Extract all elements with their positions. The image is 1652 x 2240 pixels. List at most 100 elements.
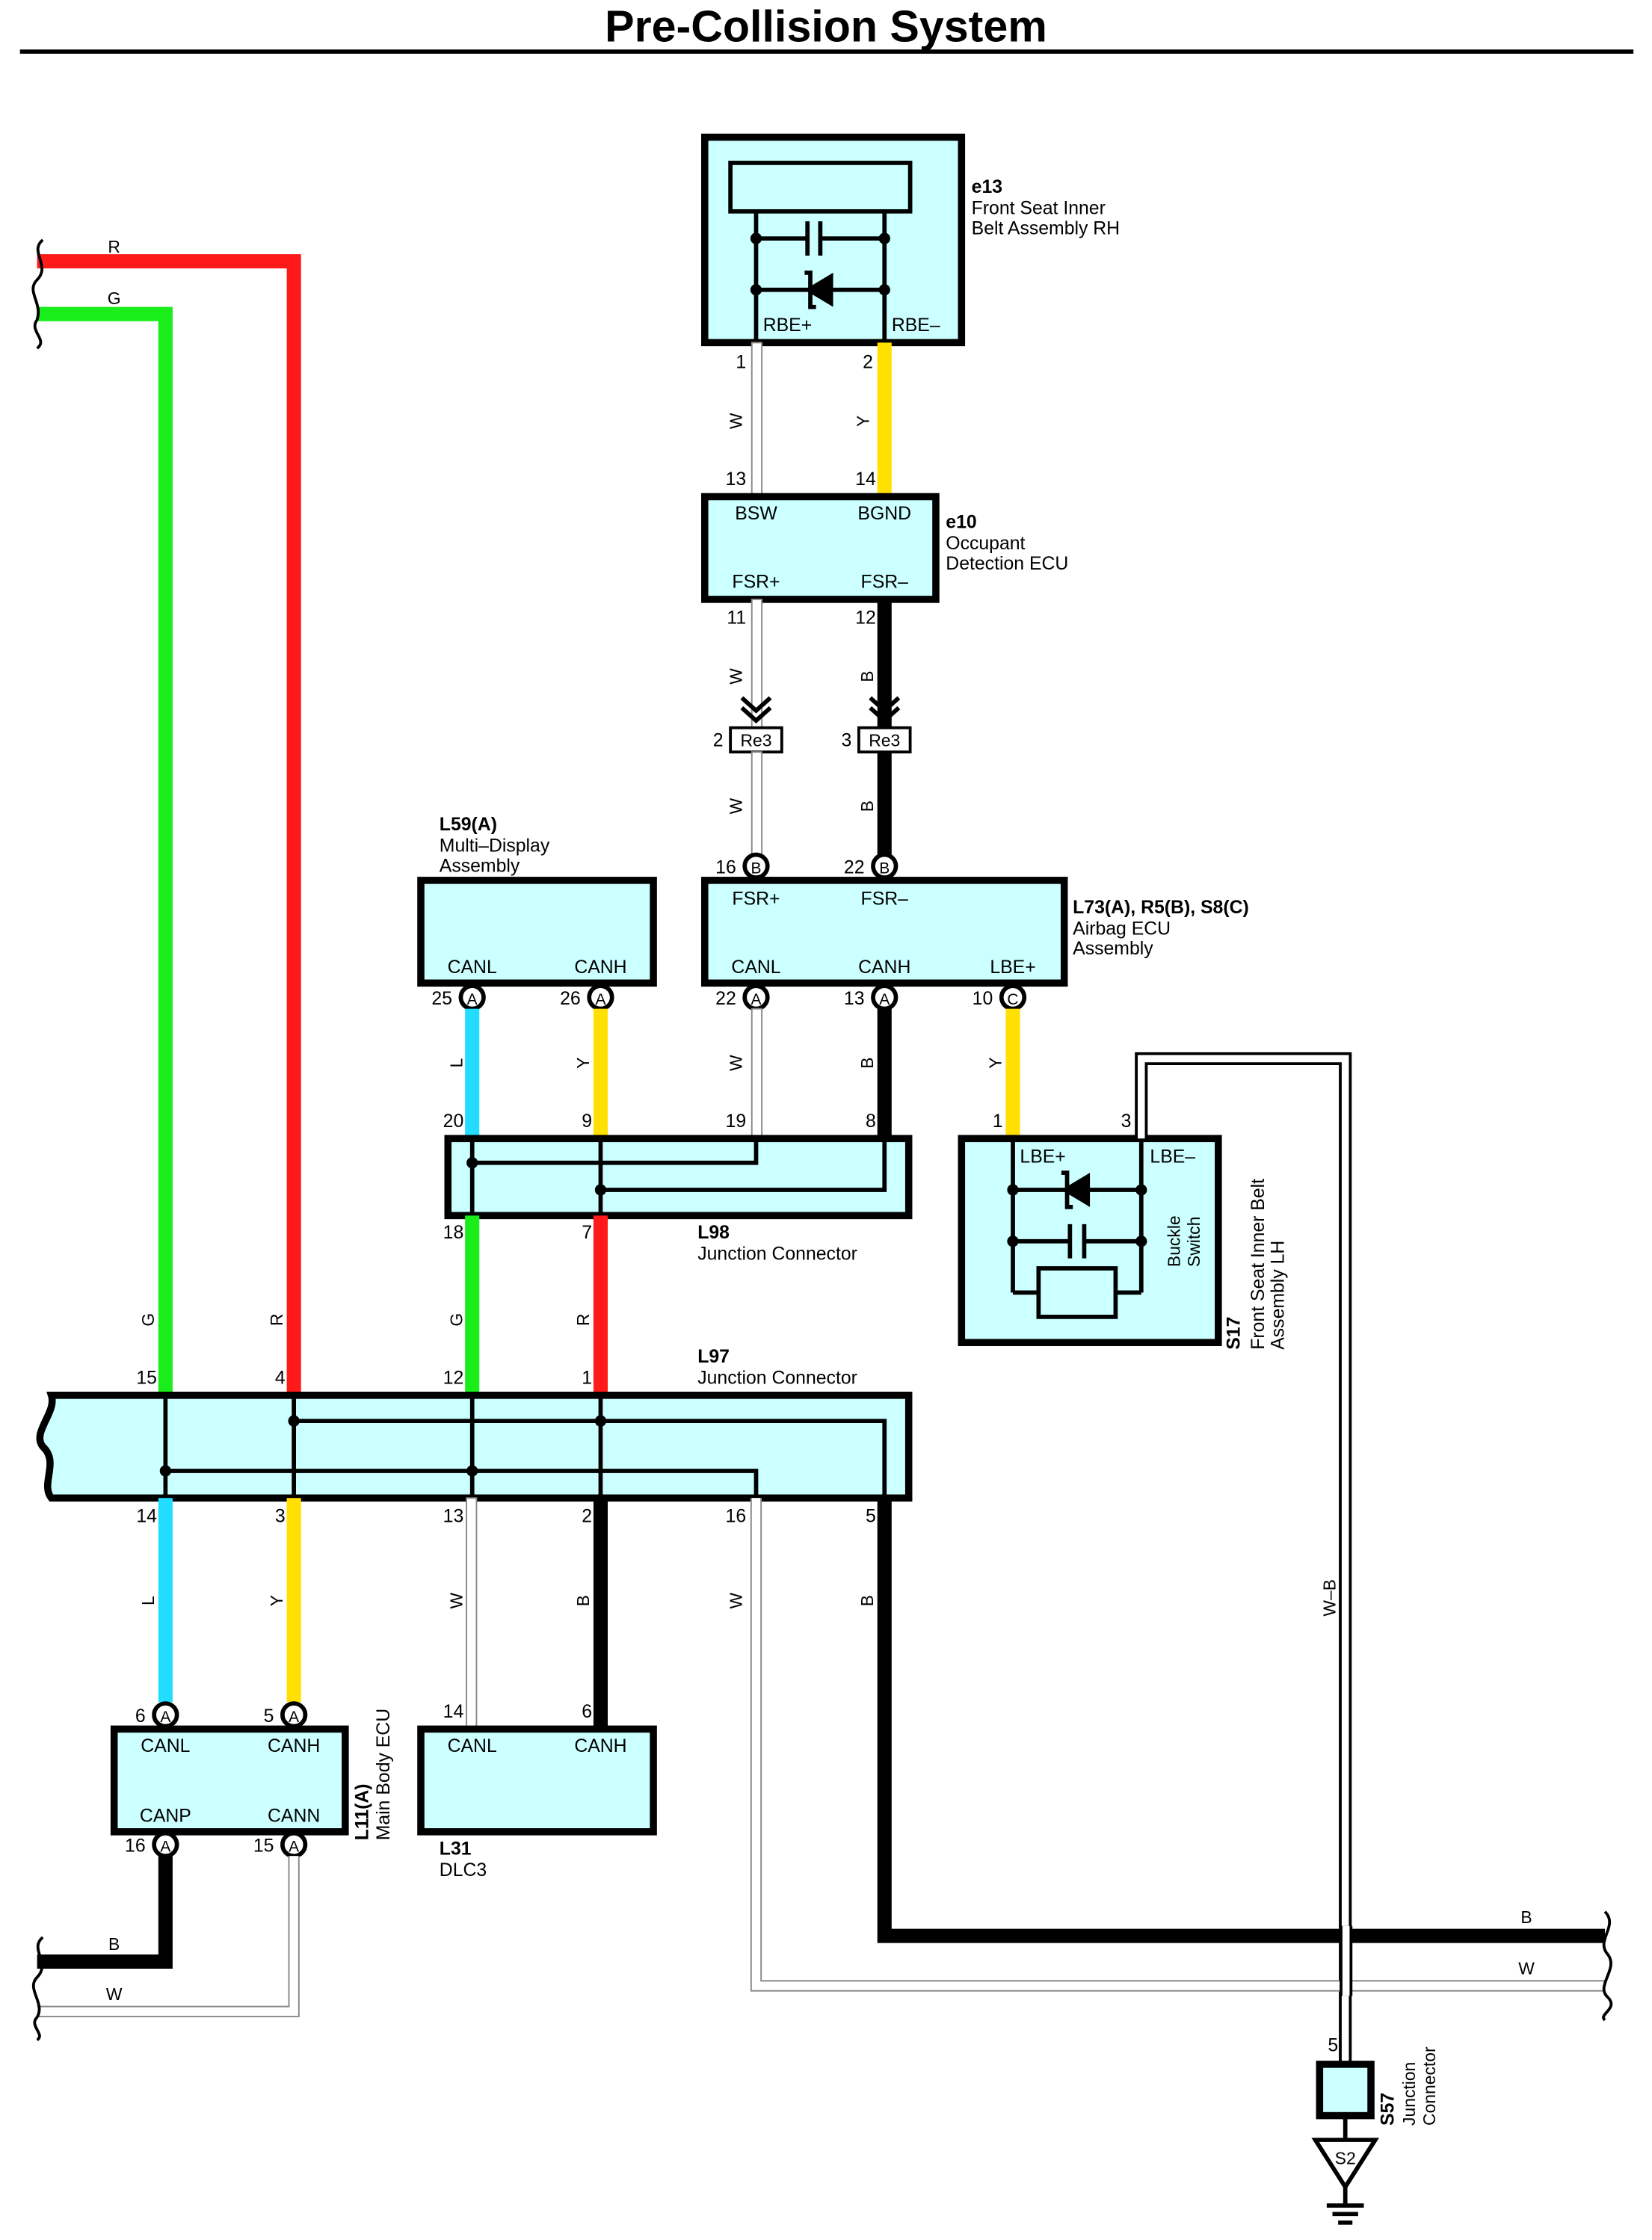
l59-terminal-canl: CANL <box>448 957 497 978</box>
e10-terminal-fsr-minus: FSR– <box>861 573 909 593</box>
pin-l11-16: 16 <box>125 1836 146 1857</box>
wire-w-l73-l98 <box>751 1008 763 1140</box>
component-l59 <box>417 877 657 987</box>
component-s57 <box>1316 2061 1375 2120</box>
wire-break-icon <box>31 238 44 350</box>
pin-l97-15: 15 <box>136 1369 157 1389</box>
wire-wb-s17-s57-inner <box>1137 1055 1349 2064</box>
pin-l98-8: 8 <box>866 1111 876 1132</box>
pin-l11-6: 6 <box>135 1706 146 1727</box>
wire-color-g: G <box>446 1313 466 1327</box>
l98-ref: L98 <box>697 1223 730 1243</box>
l73-terminal-fsr-plus: FSR+ <box>732 889 780 909</box>
l31-name: DLC3 <box>440 1860 487 1880</box>
s17-terminal-lbe-plus: LBE+ <box>1020 1147 1065 1167</box>
wire-g-supply <box>37 306 173 1395</box>
pin-l97-12: 12 <box>443 1369 464 1389</box>
wire-color-y: Y <box>573 1058 593 1069</box>
wire-l-l59-l98 <box>465 1008 480 1139</box>
wire-color-w: W <box>726 797 745 814</box>
chevron-down-icon <box>740 696 772 714</box>
wire-w-l97-16-out-inner <box>751 1498 1606 1990</box>
wire-w-e13-e10 <box>751 342 763 498</box>
l97-name: Junction Connector <box>697 1369 857 1389</box>
pin-l59-25: 25 <box>431 989 452 1009</box>
l73-terminal-canh: CANH <box>858 957 910 978</box>
pin-l97-13: 13 <box>443 1507 464 1527</box>
e10-terminal-bgnd: BGND <box>857 504 911 524</box>
s57-ref: S57 <box>1378 2093 1399 2126</box>
e13-terminal-rbe-plus: RBE+ <box>763 315 812 336</box>
e10-terminal-fsr-plus: FSR+ <box>732 573 780 593</box>
l31-ref: L31 <box>440 1839 472 1859</box>
pin-letter-c: C <box>1007 991 1018 1008</box>
wire-color-g: G <box>138 1313 158 1327</box>
wire-color-w: W <box>726 1055 745 1071</box>
pin-letter-a: A <box>467 991 478 1008</box>
page-title: Pre-Collision System <box>605 1 1047 52</box>
wire-color-w: W <box>446 1592 466 1608</box>
pin-s17-1: 1 <box>993 1111 1003 1132</box>
wire-y-l73-s17 <box>1005 1008 1020 1139</box>
pin-l97-16: 16 <box>726 1507 747 1527</box>
pin-l97-1: 1 <box>582 1369 592 1389</box>
e10-name-line2: Detection ECU <box>946 554 1068 574</box>
pin-l97-4: 4 <box>275 1369 286 1389</box>
l98-name: Junction Connector <box>697 1244 857 1265</box>
wire-color-r: R <box>267 1313 286 1326</box>
pin-e10-14: 14 <box>855 469 876 490</box>
wire-b-l11-out <box>37 1856 173 1969</box>
pin-s17-3: 3 <box>1121 1111 1132 1132</box>
pin-l98-19: 19 <box>726 1111 747 1132</box>
l73-terminal-lbe-plus: LBE+ <box>990 957 1035 978</box>
pin-l11-15: 15 <box>253 1836 274 1857</box>
pin-s57-5: 5 <box>1328 2036 1338 2056</box>
zener-diode-icon <box>804 272 833 307</box>
pin-l98-20: 20 <box>443 1111 464 1132</box>
pin-l97-14: 14 <box>136 1507 157 1527</box>
pin-l73-10: 10 <box>973 989 993 1009</box>
wire-color-b: B <box>857 670 877 682</box>
wire-color-b: B <box>573 1595 593 1606</box>
component-e10 <box>701 493 940 603</box>
l59-terminal-canh: CANH <box>574 957 626 978</box>
wire-color-b: B <box>857 800 877 812</box>
pin-letter-b: B <box>879 860 890 877</box>
wire-color-b: B <box>108 1934 120 1954</box>
pin-re3-2: 2 <box>713 730 724 750</box>
wire-b-l97-5-out <box>877 1498 1606 1943</box>
ground-triangle-icon <box>1311 2138 1379 2191</box>
pin-l98-18: 18 <box>443 1223 464 1243</box>
pin-letter-a: A <box>289 1709 299 1726</box>
wire-y-e13-e10 <box>877 342 892 497</box>
l31-terminal-canh: CANH <box>574 1736 626 1756</box>
pin-letter-b: B <box>751 860 761 877</box>
component-l97 <box>36 1392 913 1502</box>
wire-break-icon <box>1602 1910 1613 2022</box>
s17-name-line1: Front Seat Inner Belt <box>1248 1179 1269 1350</box>
wire-g-l98-l97 <box>465 1215 480 1395</box>
wire-color-y: Y <box>853 416 872 427</box>
wire-color-y: Y <box>267 1595 286 1606</box>
wire-b-l97-l31 <box>593 1498 608 1730</box>
re3-label-b: Re3 <box>869 730 900 750</box>
wire-w-l11-out-inner <box>37 1856 298 2017</box>
e10-terminal-bsw: BSW <box>735 504 777 524</box>
e10-name-line1: Occupant <box>946 534 1025 554</box>
component-e13: RBE+ RBE– <box>701 133 966 347</box>
ground-point-s2: S2 <box>1335 2148 1356 2168</box>
pin-e10-11: 11 <box>727 608 746 628</box>
e13-name-line2: Belt Assembly RH <box>972 218 1120 238</box>
pin-l73-22: 22 <box>715 989 736 1009</box>
l73-name-line1: Airbag ECU <box>1073 919 1171 939</box>
wire-r-supply <box>37 254 301 1395</box>
l11-terminal-canh: CANH <box>268 1736 320 1756</box>
pin-l59-26: 26 <box>560 989 581 1009</box>
wire-wb-crossing-inner <box>1342 1925 1350 1996</box>
component-l73 <box>701 877 1068 987</box>
s17-ref: S17 <box>1224 1317 1244 1350</box>
l73-terminal-fsr-minus: FSR– <box>861 889 909 909</box>
wire-color-b: B <box>857 1058 877 1069</box>
pin-letter-a: A <box>160 1839 170 1856</box>
l97-ref: L97 <box>697 1347 730 1367</box>
